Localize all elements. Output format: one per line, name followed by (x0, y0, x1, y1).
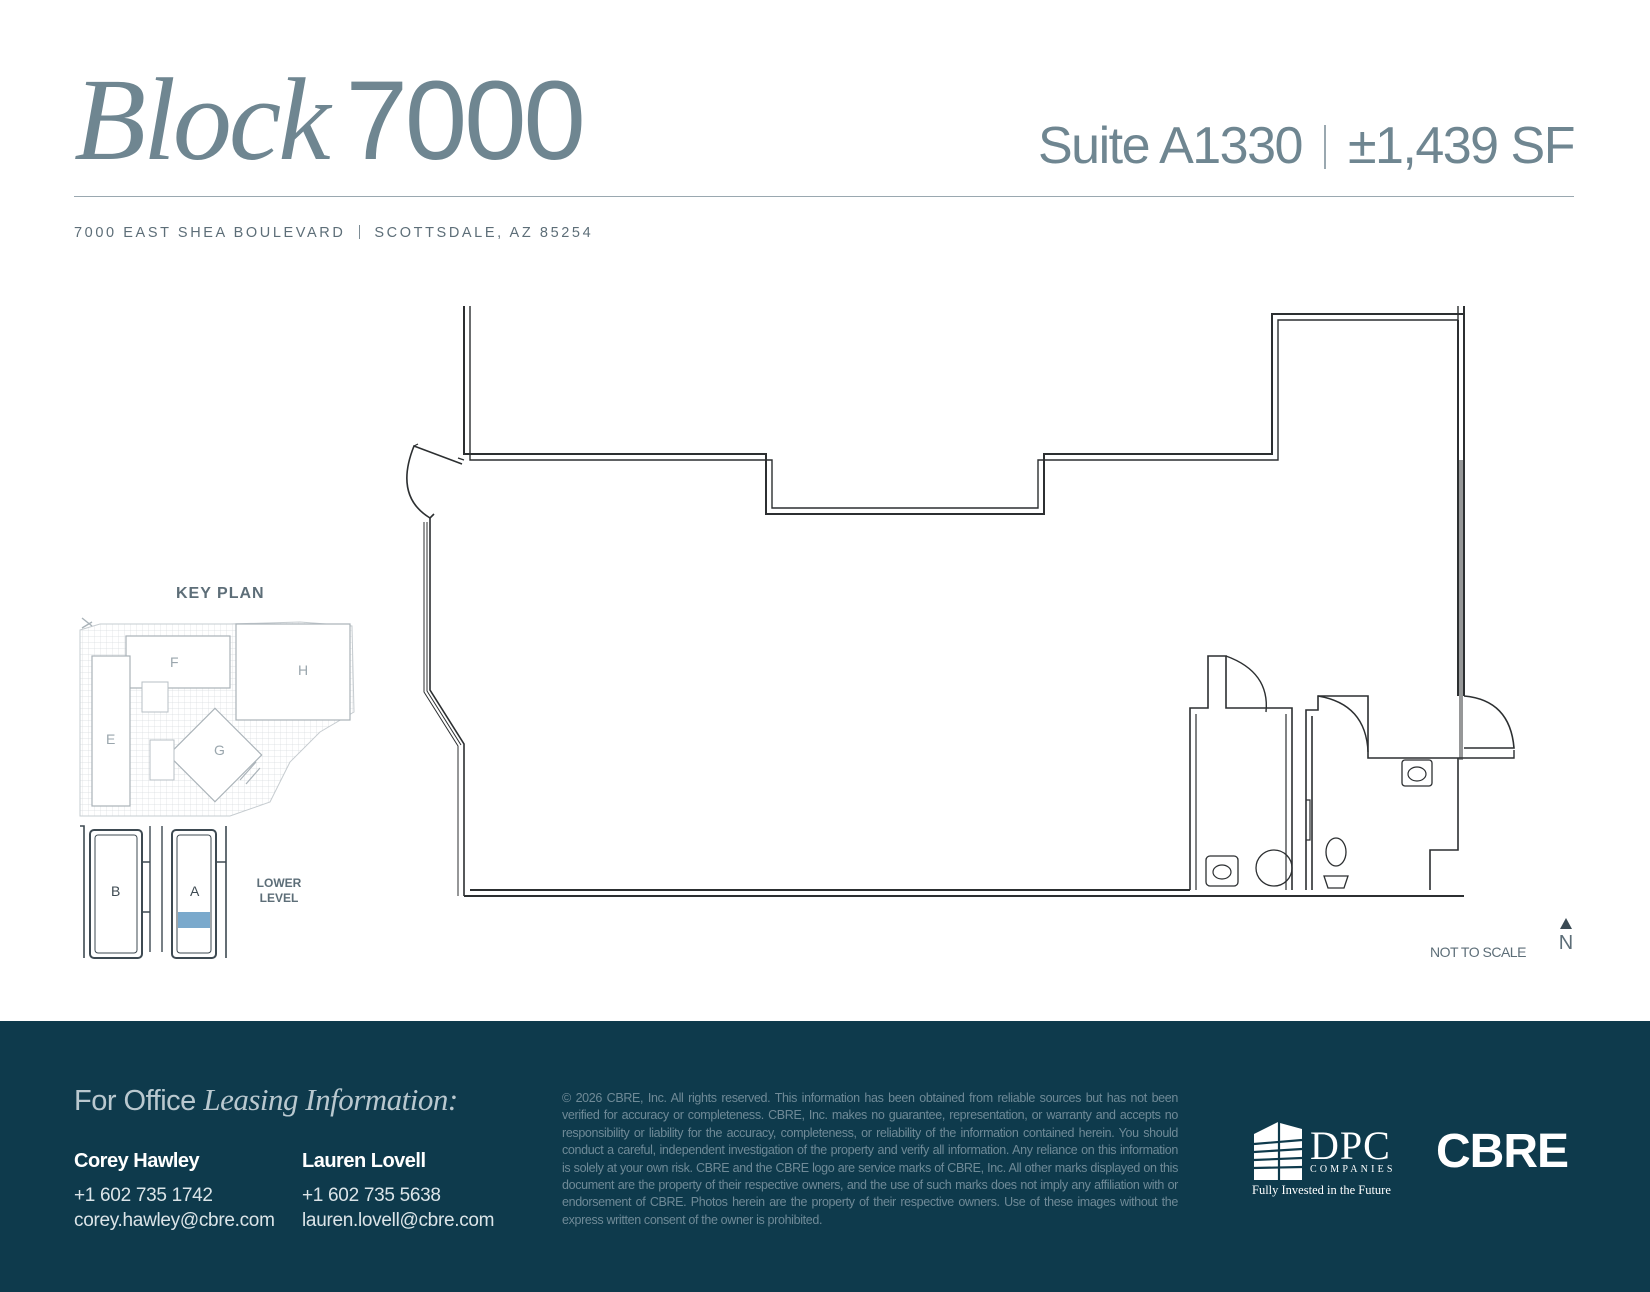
contact-card: Corey Hawley +1 602 735 1742 corey.hawle… (74, 1150, 275, 1233)
dpc-logo-name: DPC (1310, 1123, 1391, 1168)
building-h (235, 623, 351, 721)
building-f (125, 635, 231, 689)
suite-info: Suite A1330 ±1,439 SF (1037, 116, 1576, 176)
address-street: 7000 EAST SHEA BOULEVARD (74, 225, 346, 241)
label-f: F (170, 654, 179, 670)
left-door (406, 444, 463, 520)
building-b (89, 829, 143, 959)
address-city: SCOTTSDALE, AZ 85254 (374, 225, 594, 241)
key-plan-title: KEY PLAN (176, 585, 265, 602)
restroom-2 (1305, 695, 1464, 890)
divider (359, 225, 361, 239)
lower-level-line-1: LOWER (256, 876, 302, 890)
north-label: N (1558, 932, 1574, 954)
label-e: E (106, 731, 115, 747)
contact-name: Corey Hawley (74, 1150, 200, 1172)
leasing-prefix: For Office (74, 1085, 196, 1117)
title-number: 7000 (345, 58, 586, 183)
leasing-heading: For Office Leasing Information: (74, 1082, 458, 1118)
divider (1323, 125, 1326, 169)
contact-phone[interactable]: +1 602 735 1742 (74, 1185, 213, 1206)
suite-number: Suite A1330 (1037, 117, 1303, 175)
header-rule (74, 196, 1574, 197)
entry-door (1463, 695, 1515, 749)
right-wall (1457, 306, 1465, 696)
address: 7000 EAST SHEA BOULEVARD SCOTTSDALE, AZ 8… (74, 225, 593, 241)
leasing-italic: Leasing Information: (203, 1082, 458, 1117)
label-h: H (298, 662, 308, 678)
left-window-wall (429, 518, 465, 896)
cbre-logo: CBRE (1436, 1125, 1569, 1178)
label-a: A (190, 883, 200, 899)
dpc-tagline: Fully Invested in the Future (1252, 1183, 1391, 1197)
restroom-door-1 (1225, 655, 1267, 713)
contact-card: Lauren Lovell +1 602 735 5638 lauren.lov… (302, 1150, 495, 1233)
floor-plan (406, 306, 1515, 897)
lower-level-line-2: LEVEL (259, 891, 299, 905)
bottom-wall (464, 889, 1464, 897)
label-g: G (214, 742, 225, 758)
suite-area: ±1,439 SF (1347, 117, 1576, 175)
dpc-building-icon (1253, 1122, 1303, 1180)
suite-highlight (178, 912, 210, 928)
contact-email[interactable]: corey.hawley@cbre.com (74, 1210, 275, 1231)
contact-name: Lauren Lovell (302, 1150, 426, 1172)
legal-disclaimer: © 2026 CBRE, Inc. All rights reserved. T… (562, 1091, 1178, 1227)
building-e (91, 655, 131, 807)
restroom-1 (1189, 655, 1293, 890)
key-plan-map: F H E G B A (79, 617, 355, 959)
title-italic: Block (74, 54, 331, 185)
building-g (167, 707, 263, 803)
label-b: B (111, 883, 120, 899)
lower-level-label: LOWER LEVEL (246, 876, 312, 906)
north-arrow-icon (1560, 918, 1572, 929)
contact-phone[interactable]: +1 602 735 5638 (302, 1185, 441, 1206)
scale-note: NOT TO SCALE (1430, 944, 1526, 960)
dpc-logo-sub: COMPANIES (1310, 1164, 1396, 1175)
north-indicator: N (1554, 918, 1578, 953)
restroom-door-2 (1317, 695, 1369, 753)
contact-email[interactable]: lauren.lovell@cbre.com (302, 1210, 495, 1231)
outer-wall (463, 306, 1465, 515)
footer (0, 1021, 1650, 1292)
